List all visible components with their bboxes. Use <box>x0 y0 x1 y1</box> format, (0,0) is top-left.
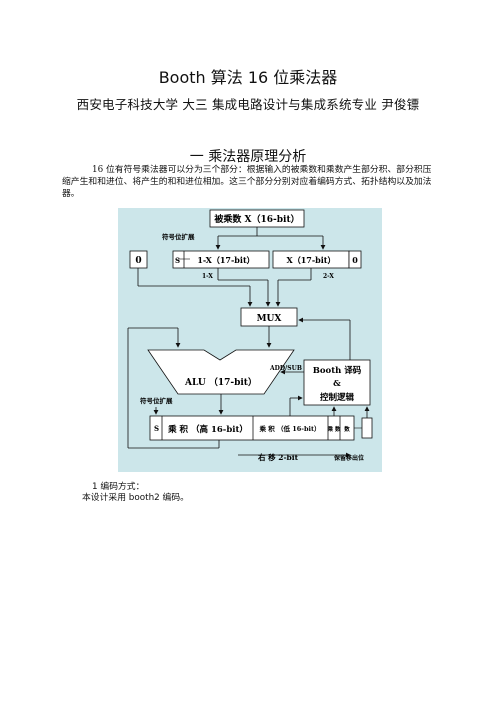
sign-extend-label-bottom: 符号位扩展 <box>140 396 173 405</box>
product-low-label: 乘 积 （低 16-bit） <box>258 424 320 433</box>
mux-label: MUX <box>257 314 282 324</box>
intro-paragraph: 16 位有符号乘法器可以分为三个部分：根据输入的被乘数和乘数产生部分积、部分积压… <box>62 165 432 200</box>
add-sub-label: ADD/SUB <box>269 365 302 372</box>
alu-label: ALU （17-bit） <box>184 377 257 388</box>
zero-left-box <box>129 250 148 269</box>
booth-label-3: 控制逻辑 <box>320 392 355 403</box>
keep-bit-box <box>361 417 373 439</box>
label-1x: 1-X <box>202 273 213 280</box>
section-heading: 一 乘法器原理分析 <box>189 149 307 165</box>
zero-right-box <box>348 250 362 269</box>
item1-body: 本设计采用 booth2 编码。 <box>82 493 189 503</box>
booth-multiplier-diagram: 被乘数 X（16-bit） 符号位扩展 0 S 1-X（17-bit） X（17… <box>118 208 382 472</box>
alu-block <box>147 349 295 395</box>
multiplier-label: 乘 数 <box>327 425 341 433</box>
document-title: Booth 算法 16 位乘法器 <box>158 68 338 87</box>
shift-label: 右 移 2-bit <box>257 452 299 462</box>
x1-label: 1-X（17-bit） <box>197 255 254 265</box>
item1-title: 1 编码方式： <box>92 482 145 492</box>
multiplicand-label: 被乘数 X（16-bit） <box>214 213 299 225</box>
booth-label-1: Booth 译码 <box>313 365 362 376</box>
label-2x: 2-X <box>323 273 334 280</box>
booth-control-box <box>303 359 371 406</box>
product-high-label: 乘 积 （高 16-bit） <box>167 424 248 435</box>
x2-label: X（17-bit） <box>287 255 336 265</box>
s-left-label: S <box>175 256 180 265</box>
s-bottom-label: S <box>154 424 159 433</box>
keep-bit-label: 保留移出位 <box>333 454 364 462</box>
multiplier-label-2: 数 <box>344 425 350 433</box>
sign-extend-label-top: 符号位扩展 <box>162 232 195 241</box>
zero-right-label: 0 <box>352 255 358 265</box>
zero-left-label: 0 <box>135 256 141 266</box>
x1-box <box>172 250 270 269</box>
author-line: 西安电子科技大学 大三 集成电路设计与集成系统专业 尹俊镖 <box>76 97 420 112</box>
booth-label-2: & <box>333 379 341 389</box>
